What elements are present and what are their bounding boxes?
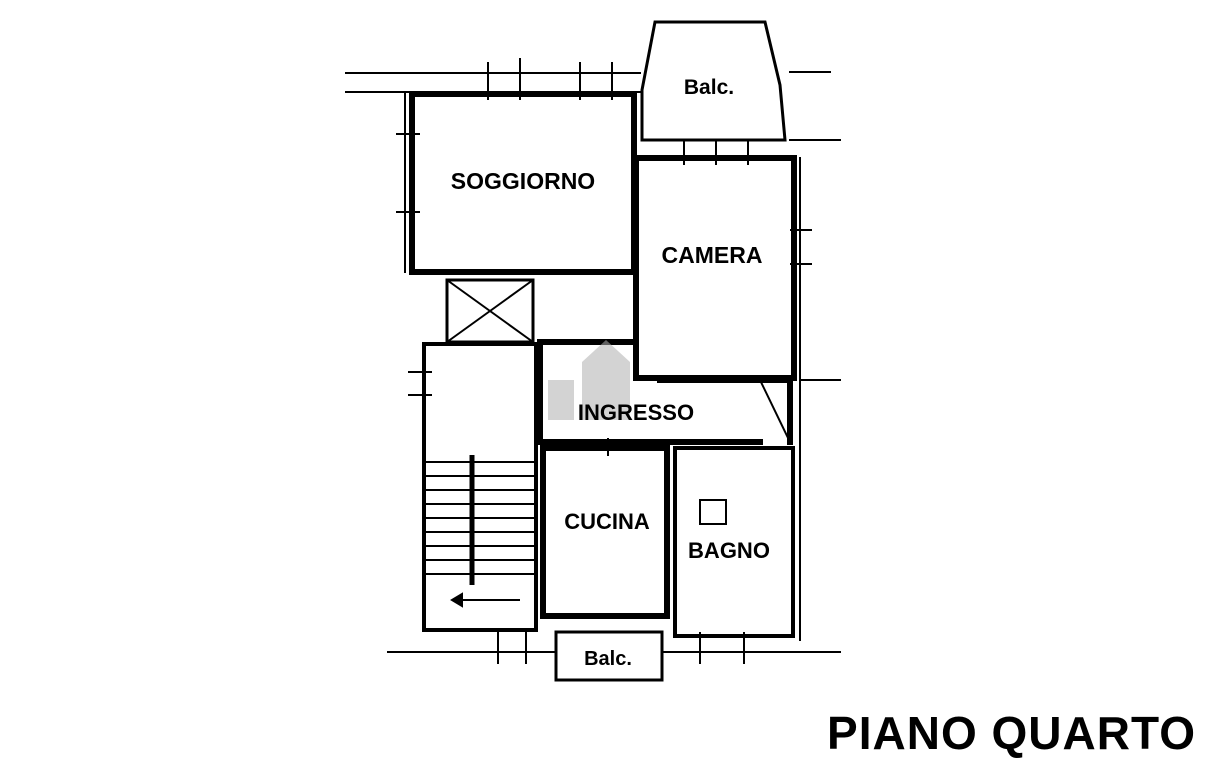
watermark-house-shape <box>582 340 630 420</box>
dimension-ticks <box>396 58 812 664</box>
room-label-ingresso: INGRESSO <box>578 400 694 425</box>
room-label-balcony-bottom: Balc. <box>584 648 632 670</box>
staircase <box>426 455 534 608</box>
wall-ingresso <box>537 339 793 445</box>
floor-title: PIANO QUARTO <box>827 707 1196 759</box>
wall-balcony-top <box>640 20 787 142</box>
shaft-cross <box>446 279 534 343</box>
shaft-cross-b <box>446 279 534 343</box>
wall-camera <box>633 155 797 381</box>
bagno-fixture <box>699 499 727 525</box>
room-label-bagno: BAGNO <box>688 538 770 563</box>
wall-stairwell <box>422 342 538 632</box>
wall-cucina <box>540 445 670 619</box>
room-label-cucina: CUCINA <box>564 509 650 534</box>
room-label-soggiorno: SOGGIORNO <box>451 168 595 194</box>
wall-bagno <box>673 446 795 638</box>
room-label-camera: CAMERA <box>662 242 763 268</box>
stair-arrow-head <box>450 592 463 608</box>
room-label-balcony-top: Balc. <box>684 76 734 99</box>
walls <box>345 20 841 682</box>
wall-balcony-bottom <box>554 630 664 682</box>
watermark-house-icon <box>548 340 630 420</box>
watermark-house-side <box>548 380 574 420</box>
door-ingresso-right <box>758 378 792 444</box>
